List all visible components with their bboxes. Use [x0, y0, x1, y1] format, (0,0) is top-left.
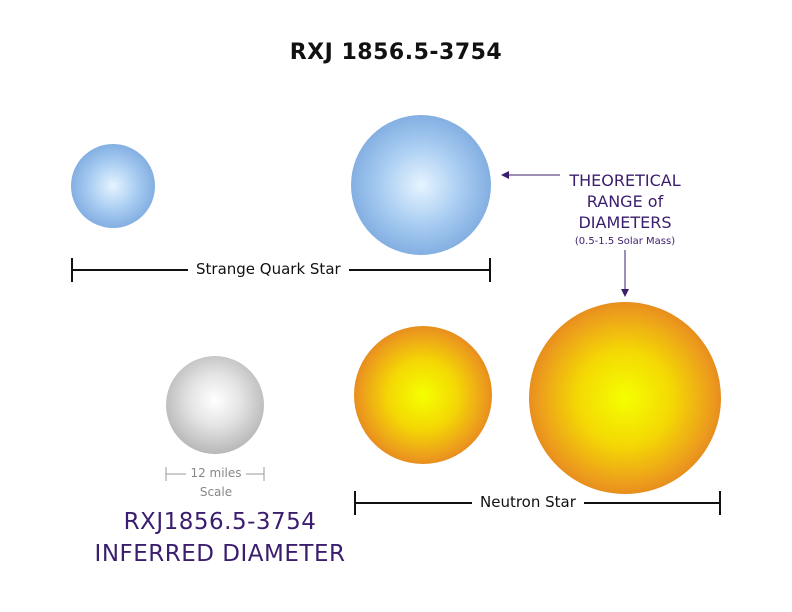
inferred-name: RXJ1856.5-3754 — [123, 509, 317, 535]
inferred-diameter-sphere — [166, 356, 264, 454]
diagram-title: RXJ 1856.5-3754 — [289, 40, 503, 65]
neutron-star-large-sphere — [529, 302, 721, 494]
scale-value: 12 miles — [166, 466, 266, 480]
quark-star-large-sphere — [351, 115, 491, 255]
scale-value-text: 12 miles — [186, 466, 246, 480]
quark-star-small-sphere — [71, 144, 155, 228]
theoretical-range-label: THEORETICAL RANGE of DIAMETERS — [545, 170, 705, 233]
theoretical-line-3: DIAMETERS — [578, 213, 672, 232]
theoretical-line-2: RANGE of — [586, 192, 664, 211]
neutron-star-small-sphere — [354, 326, 492, 464]
theoretical-mass-range: (0.5-1.5 Solar Mass) — [574, 236, 676, 247]
theoretical-line-1: THEORETICAL — [569, 171, 681, 190]
scale-caption: Scale — [199, 485, 233, 499]
neutron-star-label: Neutron Star — [472, 493, 584, 511]
inferred-diameter-caption: INFERRED DIAMETER — [94, 541, 346, 567]
quark-star-label: Strange Quark Star — [188, 260, 349, 278]
